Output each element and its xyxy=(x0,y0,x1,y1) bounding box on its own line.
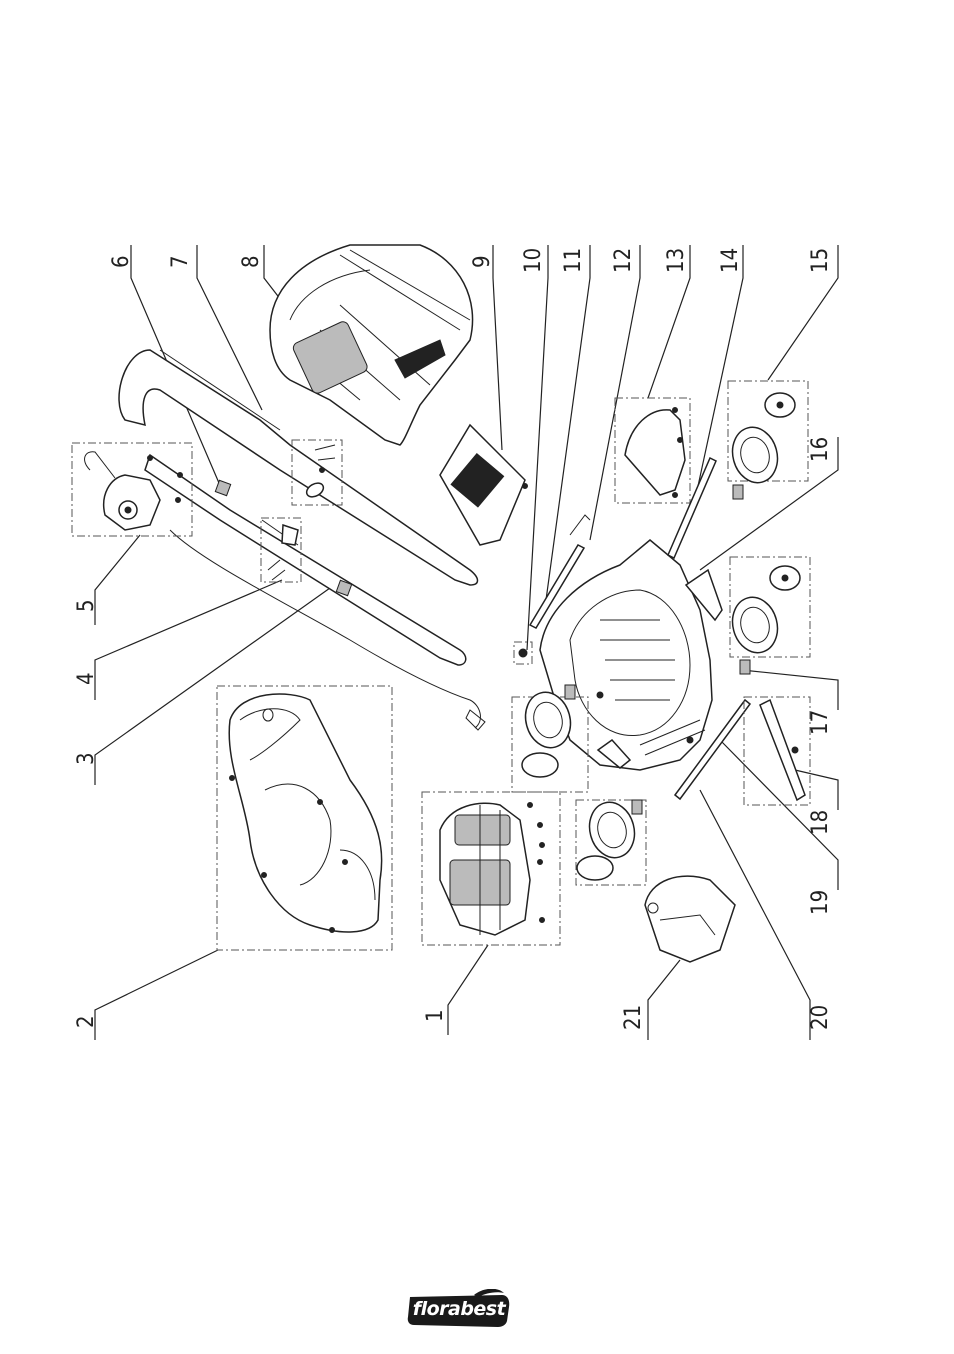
part-3-7-handle xyxy=(118,349,486,731)
part-number-10: 10 xyxy=(521,248,546,273)
part-1-motor xyxy=(421,791,561,946)
mower-deck xyxy=(539,539,713,771)
part-number-1: 1 xyxy=(423,1009,448,1022)
part-number-19: 19 xyxy=(808,890,833,915)
part-number-18: 18 xyxy=(808,810,833,835)
part-labels: 2 1 21 20 19 18 17 16 15 14 13 12 11 10 … xyxy=(74,248,833,1030)
part-11-12-rods xyxy=(528,514,591,629)
part-4-bracket xyxy=(260,517,302,583)
rods xyxy=(596,456,752,801)
part-number-5: 5 xyxy=(74,599,99,612)
part-number-20: 20 xyxy=(808,1005,833,1030)
part-number-16: 16 xyxy=(808,437,833,462)
part-number-3: 3 xyxy=(74,752,99,765)
part-9-plate xyxy=(439,423,528,546)
part-number-13: 13 xyxy=(664,248,689,273)
part-5-switch-box xyxy=(71,442,193,537)
part-8-grass-catcher xyxy=(269,244,474,446)
part-number-11: 11 xyxy=(561,248,586,273)
part-number-2: 2 xyxy=(74,1015,99,1028)
part-2-upper-cover xyxy=(216,685,393,951)
part-number-17: 17 xyxy=(808,710,833,735)
leader-lines xyxy=(94,245,839,1040)
wheels xyxy=(511,380,811,886)
part-10-knob xyxy=(513,641,533,665)
logo-badge xyxy=(407,1288,510,1327)
part-number-7: 7 xyxy=(168,255,193,268)
logo-text: florabest xyxy=(412,1298,506,1320)
part-number-9: 9 xyxy=(470,255,495,268)
part-number-12: 12 xyxy=(611,248,636,273)
florabest-logo: florabest xyxy=(404,1288,514,1329)
part-number-21: 21 xyxy=(621,1005,646,1030)
part-13-chute xyxy=(614,397,691,504)
part-number-6: 6 xyxy=(109,255,134,268)
part-number-15: 15 xyxy=(808,248,833,273)
part-number-14: 14 xyxy=(718,248,743,273)
part-6-bracket xyxy=(291,439,343,506)
part-21-front-cover xyxy=(644,875,736,963)
part-number-4: 4 xyxy=(74,672,99,685)
part-18-blade xyxy=(743,696,811,806)
part-number-8: 8 xyxy=(239,255,264,268)
